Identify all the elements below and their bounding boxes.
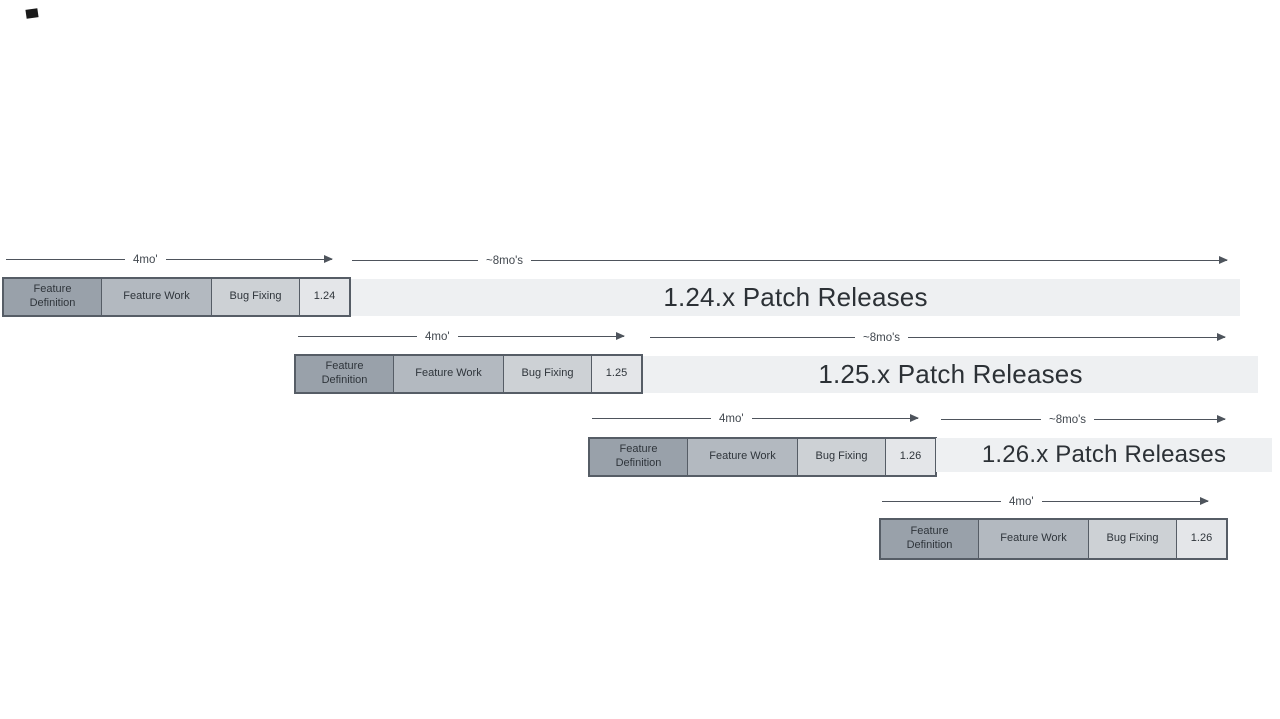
dev-duration-label: 4mo': [719, 413, 744, 425]
cycle-bar: Feature Definition Feature Work Bug Fixi…: [2, 277, 351, 317]
patch-duration-label: ~8mo's: [486, 255, 524, 267]
dev-duration-arrow: 4mo': [6, 252, 334, 270]
dev-duration-label: 4mo': [425, 331, 450, 343]
version-box: 1.26: [886, 439, 935, 475]
dev-duration-arrow: 4mo': [298, 329, 626, 347]
arrow-line: [882, 501, 1001, 502]
patch-releases-bar: 1.24.x Patch Releases: [351, 279, 1240, 316]
phase-feature-work: Feature Work: [979, 520, 1089, 558]
patch-releases-label: 1.24.x Patch Releases: [663, 282, 928, 312]
arrow-line-head: [908, 333, 1226, 341]
patch-duration-label: ~8mo's: [863, 332, 901, 344]
arrow-line: [298, 336, 417, 337]
cycle-bar: Feature Definition Feature Work Bug Fixi…: [588, 437, 937, 477]
cycle-bar: Feature Definition Feature Work Bug Fixi…: [294, 354, 643, 394]
phase-feature-definition: Feature Definition: [881, 520, 979, 558]
slide-artifact-mark: [25, 8, 39, 19]
arrow-line-head: [165, 255, 334, 263]
patch-duration-arrow: ~8mo's: [650, 330, 1226, 348]
patch-releases-label: 1.25.x Patch Releases: [818, 359, 1083, 389]
phase-bug-fixing: Bug Fixing: [1089, 520, 1177, 558]
phase-feature-definition: Feature Definition: [590, 439, 688, 475]
arrow-line: [941, 419, 1041, 420]
phase-bug-fixing: Bug Fixing: [504, 356, 592, 392]
dev-duration-label: 4mo': [133, 254, 158, 266]
phase-feature-work: Feature Work: [102, 279, 212, 315]
patch-duration-arrow: ~8mo's: [352, 253, 1228, 271]
version-box: 1.25: [592, 356, 641, 392]
arrow-line-head: [531, 256, 1228, 264]
phase-bug-fixing: Bug Fixing: [212, 279, 300, 315]
arrow-line: [650, 337, 855, 338]
dev-duration-label: 4mo': [1009, 496, 1034, 508]
patch-duration-label: ~8mo's: [1049, 414, 1087, 426]
phase-feature-definition: Feature Definition: [296, 356, 394, 392]
phase-feature-work: Feature Work: [688, 439, 798, 475]
version-box: 1.26: [1177, 520, 1226, 558]
phase-feature-work: Feature Work: [394, 356, 504, 392]
dev-duration-arrow: 4mo': [882, 494, 1210, 512]
patch-releases-label: 1.26.x Patch Releases: [981, 441, 1227, 468]
arrow-line-head: [1094, 415, 1226, 423]
cycle-bar: Feature Definition Feature Work Bug Fixi…: [879, 518, 1228, 560]
arrow-line-head: [1041, 497, 1210, 505]
arrow-line: [352, 260, 478, 261]
phase-bug-fixing: Bug Fixing: [798, 439, 886, 475]
arrow-line-head: [751, 414, 920, 422]
version-box: 1.24: [300, 279, 349, 315]
patch-duration-arrow: ~8mo's: [941, 412, 1226, 430]
arrow-line: [592, 418, 711, 419]
patch-releases-bar: 1.25.x Patch Releases: [643, 356, 1258, 393]
patch-releases-bar: 1.26.x Patch Releases: [936, 438, 1272, 472]
dev-duration-arrow: 4mo': [592, 411, 920, 429]
phase-feature-definition: Feature Definition: [4, 279, 102, 315]
arrow-line-head: [457, 332, 626, 340]
arrow-line: [6, 259, 125, 260]
